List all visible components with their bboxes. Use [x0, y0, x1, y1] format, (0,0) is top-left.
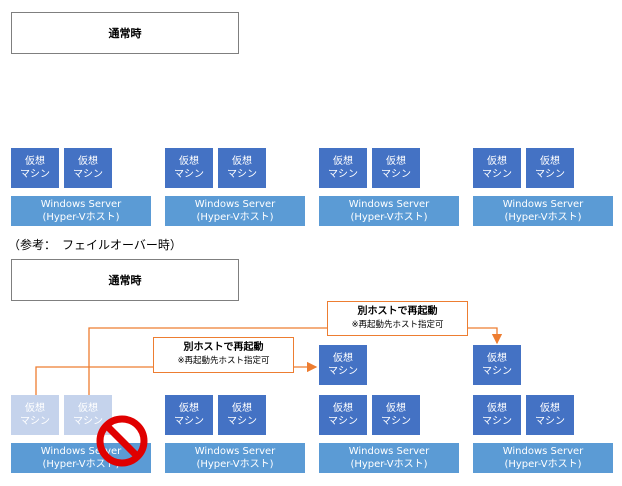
server-label-line2: (Hyper-Vホスト) — [196, 459, 274, 470]
vm-label-line2: マシン — [227, 416, 257, 427]
vm-label-line1: 仮想 — [386, 403, 406, 414]
vm-label-line1: 仮想 — [487, 156, 507, 167]
vm-label-line2: マシン — [20, 169, 50, 180]
vm-label-line2: マシン — [174, 169, 204, 180]
callout-title: 別ホストで再起動 — [357, 306, 438, 317]
vm-failover-3-1: 仮想マシン — [319, 395, 367, 435]
vm-failed-1-1: 仮想マシン — [11, 395, 59, 435]
vm-label-line2: マシン — [328, 169, 358, 180]
vm-label-line1: 仮想 — [25, 403, 45, 414]
vm-label-line1: 仮想 — [78, 156, 98, 167]
server-label-line2: (Hyper-Vホスト) — [42, 212, 120, 223]
vm-label-line2: マシン — [482, 366, 512, 377]
vm-label-line1: 仮想 — [333, 156, 353, 167]
vm-normal-2-2: 仮想マシン — [218, 148, 266, 188]
vm-label-line1: 仮想 — [540, 403, 560, 414]
server-label-line2: (Hyper-Vホスト) — [504, 459, 582, 470]
vm-label-line1: 仮想 — [78, 403, 98, 414]
vm-failover-4-2: 仮想マシン — [526, 395, 574, 435]
vm-label-line1: 仮想 — [386, 156, 406, 167]
server-label-line1: Windows Server — [502, 446, 584, 457]
vm-label-line2: マシン — [482, 169, 512, 180]
server-label-line1: Windows Server — [348, 199, 430, 210]
vm-label-line1: 仮想 — [179, 156, 199, 167]
vm-failover-4-1: 仮想マシン — [473, 395, 521, 435]
server-label-line1: Windows Server — [40, 199, 122, 210]
vm-label-line2: マシン — [328, 366, 358, 377]
vm-label-line2: マシン — [381, 416, 411, 427]
vm-normal-3-1: 仮想マシン — [319, 148, 367, 188]
vm-label-line2: マシン — [381, 169, 411, 180]
vm-label-line1: 仮想 — [487, 403, 507, 414]
server-label-line2: (Hyper-Vホスト) — [196, 212, 274, 223]
vm-restarted-3: 仮想マシン — [319, 345, 367, 385]
vm-normal-4-2: 仮想マシン — [526, 148, 574, 188]
vm-label-line2: マシン — [482, 416, 512, 427]
vm-normal-4-1: 仮想マシン — [473, 148, 521, 188]
vm-label-line2: マシン — [73, 169, 103, 180]
server-label-line2: (Hyper-Vホスト) — [350, 212, 428, 223]
callout-subtitle: ※再起動先ホスト指定可 — [351, 320, 444, 330]
server-label-line1: Windows Server — [502, 199, 584, 210]
restart-callout-2: 別ホストで再起動 ※再起動先ホスト指定可 — [327, 301, 468, 336]
vm-label-line2: マシン — [227, 169, 257, 180]
vm-label-line1: 仮想 — [232, 156, 252, 167]
server-failover-3: Windows Server (Hyper-Vホスト) — [319, 443, 459, 473]
vm-label-line2: マシン — [535, 416, 565, 427]
failover-title-box: 通常時 — [11, 259, 239, 301]
server-label-line1: Windows Server — [348, 446, 430, 457]
server-normal-1: Windows Server (Hyper-Vホスト) — [11, 196, 151, 226]
server-normal-2: Windows Server (Hyper-Vホスト) — [165, 196, 305, 226]
vm-label-line2: マシン — [73, 416, 103, 427]
vm-label-line1: 仮想 — [540, 156, 560, 167]
vm-failover-2-1: 仮想マシン — [165, 395, 213, 435]
vm-normal-1-1: 仮想マシン — [11, 148, 59, 188]
vm-label-line2: マシン — [535, 169, 565, 180]
vm-label-line2: マシン — [20, 416, 50, 427]
callout-title: 別ホストで再起動 — [183, 342, 264, 353]
vm-normal-2-1: 仮想マシン — [165, 148, 213, 188]
server-label-line1: Windows Server — [40, 446, 122, 457]
vm-label-line1: 仮想 — [333, 353, 353, 364]
server-label-line1: Windows Server — [194, 446, 276, 457]
vm-label-line1: 仮想 — [333, 403, 353, 414]
vm-label-line2: マシン — [328, 416, 358, 427]
restart-callout-1: 別ホストで再起動 ※再起動先ホスト指定可 — [153, 337, 294, 373]
server-failover-4: Windows Server (Hyper-Vホスト) — [473, 443, 613, 473]
server-normal-3: Windows Server (Hyper-Vホスト) — [319, 196, 459, 226]
vm-label-line1: 仮想 — [232, 403, 252, 414]
reference-heading: （参考： フェイルオーバー時） — [8, 238, 182, 252]
failover-title: 通常時 — [108, 274, 142, 287]
normal-title: 通常時 — [108, 27, 142, 40]
server-normal-4: Windows Server (Hyper-Vホスト) — [473, 196, 613, 226]
vm-failover-2-2: 仮想マシン — [218, 395, 266, 435]
vm-label-line1: 仮想 — [25, 156, 45, 167]
server-label-line2: (Hyper-Vホスト) — [350, 459, 428, 470]
vm-label-line2: マシン — [174, 416, 204, 427]
failover-arrow-2 — [88, 327, 503, 395]
server-label-line2: (Hyper-Vホスト) — [504, 212, 582, 223]
server-label-line2: (Hyper-Vホスト) — [42, 459, 120, 470]
vm-label-line1: 仮想 — [487, 353, 507, 364]
server-failover-2: Windows Server (Hyper-Vホスト) — [165, 443, 305, 473]
vm-normal-1-2: 仮想マシン — [64, 148, 112, 188]
vm-label-line1: 仮想 — [179, 403, 199, 414]
server-label-line1: Windows Server — [194, 199, 276, 210]
vm-failover-3-2: 仮想マシン — [372, 395, 420, 435]
normal-title-box: 通常時 — [11, 12, 239, 54]
vm-restarted-4: 仮想マシン — [473, 345, 521, 385]
callout-subtitle: ※再起動先ホスト指定可 — [177, 356, 270, 366]
vm-normal-3-2: 仮想マシン — [372, 148, 420, 188]
